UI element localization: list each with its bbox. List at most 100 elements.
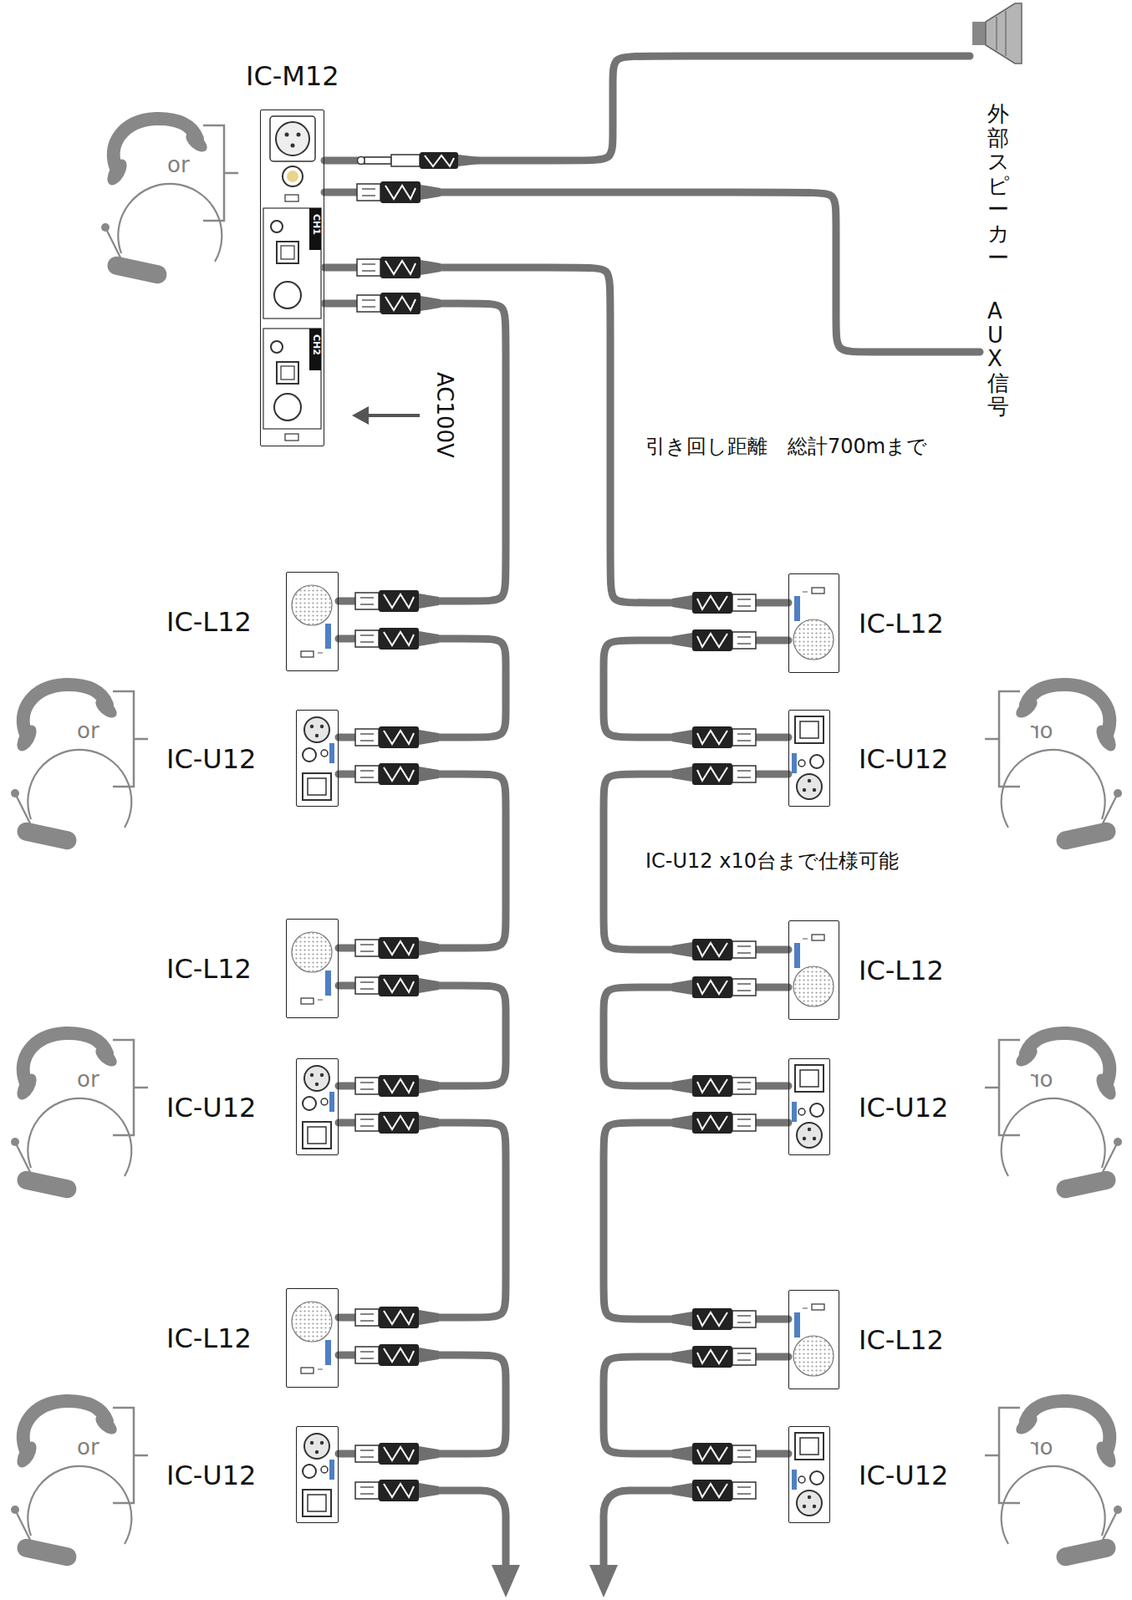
unit-label: AUX信号 (987, 299, 1010, 419)
note-label: AC100V (432, 372, 458, 459)
note-label: or (76, 718, 100, 744)
speaker-station: IC-L12 (788, 920, 840, 1020)
headset-or-handset-icon (984, 1401, 1122, 1568)
note-label: or (1030, 718, 1054, 744)
xlr-plug (355, 1075, 439, 1097)
xlr-plug (355, 1344, 439, 1367)
speaker-station: IC-L12 (285, 1288, 339, 1388)
xlr-plug (672, 1308, 756, 1331)
speaker-unit (793, 587, 834, 660)
cable (324, 192, 980, 352)
unit-label: IC-L12 (858, 607, 944, 640)
cable (324, 303, 506, 602)
headset-station: IC-U12 (295, 1058, 339, 1156)
headset-station: IC-U12 (788, 709, 831, 807)
headset-or-handset-icon (10, 1401, 148, 1568)
unit-label: IC-U12 (166, 1091, 256, 1124)
speaker-symbol (972, 3, 1022, 64)
xlr-plug (355, 1306, 439, 1329)
xlr-plug (672, 1111, 756, 1134)
headset-unit (791, 716, 824, 800)
cable (603, 1122, 789, 1320)
unit-label: IC-L12 (166, 606, 252, 638)
cable (603, 640, 789, 738)
master-unit: IC-M12CH1CH2 (260, 109, 325, 447)
channel-label: CH1 (311, 214, 322, 235)
external-speaker: 外部スピーカー (969, 6, 1025, 283)
xlr-plug (355, 1111, 439, 1134)
unit-label: IC-L12 (166, 953, 252, 985)
note-label: IC-U12 x10台まで仕様可能 (645, 848, 899, 874)
unit-label: IC-U12 (166, 1459, 256, 1492)
xlr-plug (672, 629, 756, 652)
speaker-unit (793, 934, 834, 1007)
xlr-plug (672, 976, 756, 999)
xlr-plug (355, 1443, 439, 1465)
unit-label: IC-L12 (858, 954, 944, 987)
aux-source: AUX信号 (979, 292, 1022, 435)
xlr-plug (356, 181, 441, 204)
continuation-cable (418, 1490, 694, 1598)
speaker-unit (291, 932, 332, 1005)
speaker-station: IC-L12 (788, 573, 840, 674)
xlr-plug (355, 726, 439, 749)
cable (603, 987, 789, 1087)
xlr-plug (355, 937, 439, 959)
speaker-station: IC-L12 (285, 918, 339, 1019)
channel-label: CH2 (311, 334, 322, 356)
cable (603, 1356, 789, 1454)
headset-station: IC-U12 (295, 1426, 339, 1524)
cable (324, 56, 970, 161)
unit-label: IC-U12 (858, 1091, 949, 1124)
note-label: or (1030, 1066, 1054, 1092)
cable (338, 774, 506, 949)
xlr-plug (355, 1479, 439, 1502)
xlr-plug (672, 591, 756, 614)
xlr-plug (672, 726, 756, 749)
headset-or-handset-icon (10, 1033, 148, 1200)
headset-unit (302, 1065, 335, 1149)
unit-label: IC-U12 (858, 1459, 949, 1492)
headset-station: IC-U12 (788, 1426, 831, 1524)
xlr-plug (672, 938, 756, 961)
headset-unit (302, 1433, 335, 1517)
speaker-unit (291, 585, 332, 658)
speaker-unit (291, 1301, 332, 1374)
unit-label: IC-L12 (858, 1324, 944, 1357)
unit-label: IC-U12 (858, 743, 949, 776)
cable (338, 985, 506, 1087)
xlr-plug (355, 763, 439, 786)
phone-plug (357, 152, 481, 169)
xlr-plug (672, 1479, 756, 1502)
headset-unit (302, 717, 335, 801)
cable (338, 638, 506, 738)
headset-unit (791, 1432, 824, 1516)
note-label: 引き回し距離 総計700mまで (645, 433, 928, 459)
cable (338, 1122, 506, 1318)
headset-unit (791, 1065, 824, 1148)
power-arrow (351, 406, 420, 425)
unit-label: 外部スピーカー (987, 101, 1010, 270)
speaker-station: IC-L12 (788, 1290, 840, 1390)
xlr-plug (355, 627, 439, 650)
note-label: or (167, 152, 190, 178)
unit-label: IC-L12 (166, 1322, 252, 1355)
xlr-plug (355, 590, 439, 612)
headset-station: IC-U12 (788, 1058, 831, 1156)
unit-label: IC-U12 (166, 743, 256, 776)
note-label: or (76, 1066, 100, 1092)
xlr-plug (672, 1075, 756, 1097)
xlr-plug (355, 974, 439, 997)
headset-or-handset-icon (984, 684, 1122, 852)
speaker-station: IC-L12 (285, 571, 339, 672)
cable (338, 1355, 506, 1454)
xlr-plug (672, 1443, 756, 1465)
note-label: or (1030, 1434, 1054, 1460)
unit-label: IC-M12 (245, 60, 340, 92)
speaker-unit (793, 1304, 834, 1377)
